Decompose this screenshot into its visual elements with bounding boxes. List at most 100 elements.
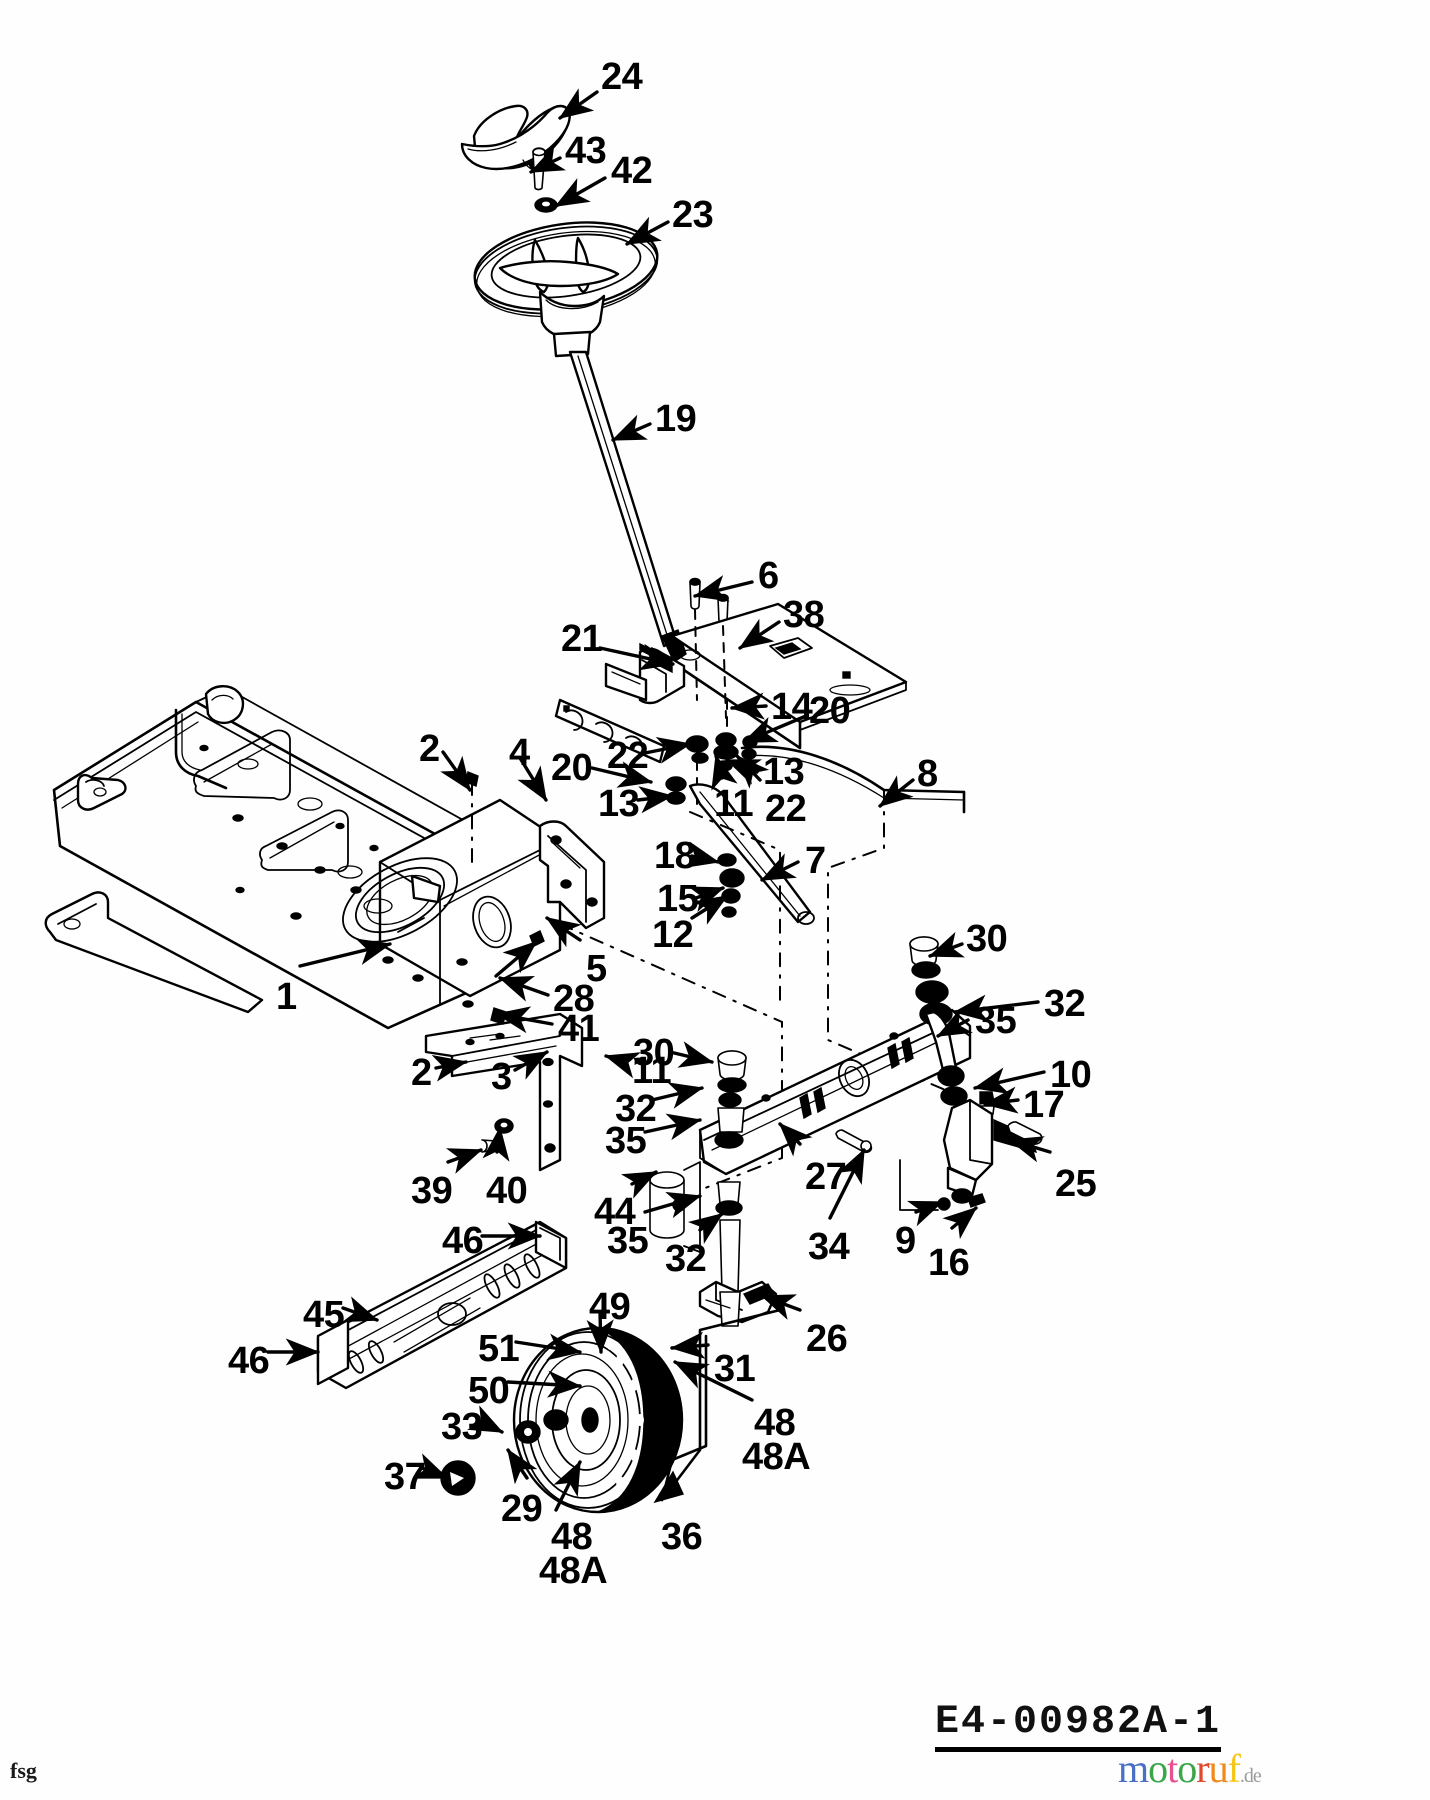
callout-41: 41 xyxy=(558,1008,600,1050)
leader-35 xyxy=(643,1191,702,1219)
leader-26 xyxy=(760,1294,802,1320)
callout-22: 22 xyxy=(765,788,807,830)
part-27-front-axle xyxy=(698,1008,972,1176)
leader-2 xyxy=(431,1054,468,1082)
callout-3: 3 xyxy=(491,1056,512,1098)
callout-48A: 48A xyxy=(539,1550,608,1592)
watermark-letter: t xyxy=(1167,1746,1178,1791)
diagram-id: E4-00982A-1 xyxy=(935,1700,1222,1752)
watermark-letter: o xyxy=(1177,1746,1197,1791)
callout-22: 22 xyxy=(607,735,649,777)
callout-10: 10 xyxy=(1050,1054,1092,1096)
leader-16 xyxy=(942,1206,978,1240)
callout-19: 19 xyxy=(655,398,697,440)
callout-35: 35 xyxy=(975,1000,1017,1042)
leader-51 xyxy=(514,1333,582,1361)
callout-15: 15 xyxy=(657,878,699,920)
callout-5: 5 xyxy=(586,948,607,990)
leader-35 xyxy=(936,1008,973,1038)
callout-50: 50 xyxy=(468,1370,510,1412)
part-4-28-bracket xyxy=(494,820,606,978)
centerline-aux xyxy=(689,811,781,1001)
callout-20: 20 xyxy=(551,747,593,789)
part-1-frame-chassis xyxy=(44,685,562,1030)
leader-15 xyxy=(687,886,725,912)
leader-8 xyxy=(878,775,915,808)
callout-14: 14 xyxy=(771,686,813,728)
leader-12 xyxy=(690,894,729,925)
leader-48 xyxy=(673,1360,754,1402)
leader-14 xyxy=(730,692,768,720)
leader-34 xyxy=(828,1148,866,1220)
leader-9 xyxy=(906,1200,944,1227)
leader-30 xyxy=(928,931,966,958)
watermark-letter: o xyxy=(1148,1746,1168,1791)
leader-22 xyxy=(735,754,770,789)
callout-48A: 48A xyxy=(742,1436,811,1478)
watermark-suffix: .de xyxy=(1239,1765,1262,1787)
watermark-letter: u xyxy=(1208,1746,1229,1791)
leader-21 xyxy=(598,643,675,671)
callout-2: 2 xyxy=(419,728,440,770)
leader-20 xyxy=(742,714,808,744)
callout-51: 51 xyxy=(478,1328,520,1370)
leader-20 xyxy=(590,761,653,788)
callout-43: 43 xyxy=(565,130,607,172)
leader-44 xyxy=(621,1170,658,1199)
leader-2 xyxy=(440,750,472,792)
callout-27: 27 xyxy=(805,1156,847,1198)
callout-46: 46 xyxy=(228,1340,270,1382)
motoruf-watermark: motoruf.de xyxy=(1118,1745,1262,1792)
leader-11 xyxy=(711,754,738,791)
callout-35: 35 xyxy=(607,1220,649,1262)
callout-21: 21 xyxy=(561,618,603,660)
pointer-36-path xyxy=(660,1308,782,1502)
leader-33 xyxy=(467,1405,504,1434)
leader-3 xyxy=(512,1050,549,1080)
callout-30: 30 xyxy=(633,1032,675,1074)
callout-40: 40 xyxy=(486,1170,528,1212)
callout-39: 39 xyxy=(411,1170,453,1212)
callout-31: 31 xyxy=(714,1348,756,1390)
leader-45 xyxy=(341,1296,379,1323)
leader-32 xyxy=(650,1082,704,1109)
leader-35 xyxy=(643,1113,702,1141)
part-23-steering-wheel xyxy=(473,221,659,358)
callout-33: 33 xyxy=(441,1406,483,1448)
callout-leaders xyxy=(266,88,1052,1512)
leader-24 xyxy=(558,88,599,120)
callout-30: 30 xyxy=(966,918,1008,960)
leader-27 xyxy=(778,1122,813,1157)
leader-19 xyxy=(611,414,652,442)
leader-28 xyxy=(498,975,550,1002)
callout-16: 16 xyxy=(928,1242,970,1284)
leader-50 xyxy=(506,1370,582,1398)
pointer-36-path2 xyxy=(660,1334,708,1502)
leader-10 xyxy=(973,1067,1046,1094)
callout-44: 44 xyxy=(594,1191,636,1233)
callout-48: 48 xyxy=(754,1402,796,1444)
leader-22 xyxy=(643,736,692,764)
leader-25 xyxy=(1008,1136,1052,1163)
callout-32: 32 xyxy=(665,1238,707,1280)
leader-42 xyxy=(554,176,607,208)
leader-29 xyxy=(506,1448,538,1485)
callout-35: 35 xyxy=(605,1120,647,1162)
leader-48 xyxy=(553,1460,582,1512)
leader-5 xyxy=(545,916,582,948)
callout-32: 32 xyxy=(1044,983,1086,1025)
leader-18 xyxy=(683,841,720,868)
leader-4 xyxy=(517,756,548,802)
callout-24: 24 xyxy=(601,56,643,98)
leader-1 xyxy=(298,938,392,968)
callout-2: 2 xyxy=(411,1052,432,1094)
callout-46: 46 xyxy=(442,1220,484,1262)
watermark-letter: r xyxy=(1196,1746,1209,1791)
watermark-letter: f xyxy=(1227,1746,1241,1791)
callout-38: 38 xyxy=(783,594,825,636)
callout-49: 49 xyxy=(589,1286,631,1328)
callout-23: 23 xyxy=(672,194,714,236)
leader-38 xyxy=(738,618,781,650)
callout-32: 32 xyxy=(615,1088,657,1130)
